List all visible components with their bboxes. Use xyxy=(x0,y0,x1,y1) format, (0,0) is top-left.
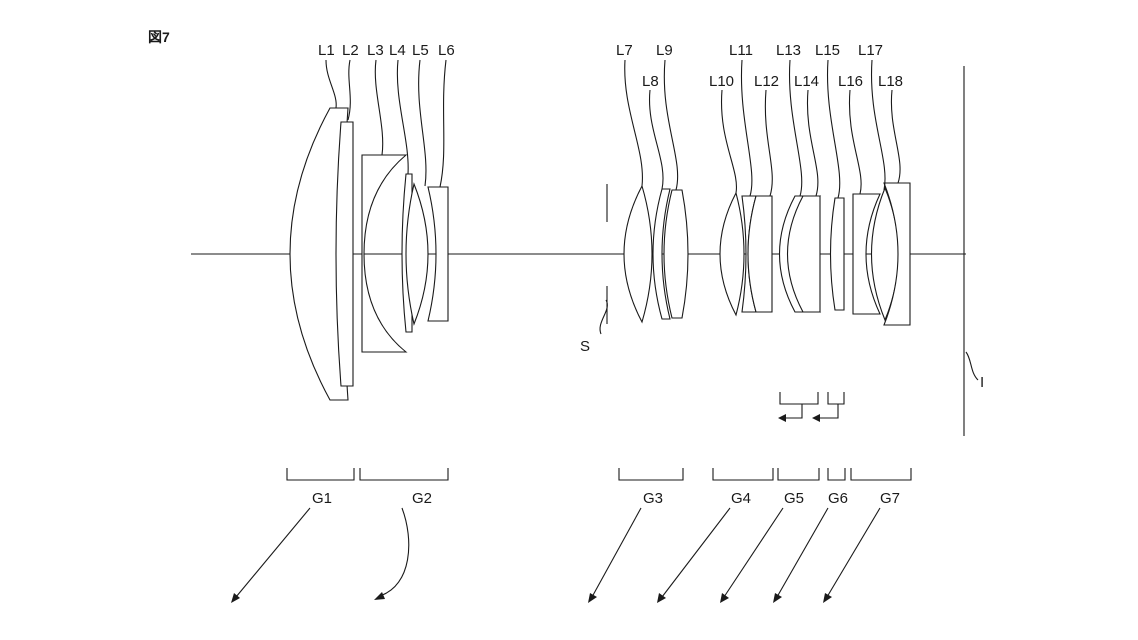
label-L12: L12 xyxy=(754,73,779,90)
leader-L10 xyxy=(720,89,738,194)
trajectory-G4 xyxy=(661,507,731,598)
group-bracket-G7 xyxy=(850,468,912,481)
image-plane-label: I xyxy=(980,374,984,391)
lens-L5 xyxy=(405,182,429,326)
trajectory-arrowhead-G7 xyxy=(823,593,832,603)
trajectory-arrowhead-G4 xyxy=(657,593,666,603)
trajectory-G5 xyxy=(723,507,784,598)
group-bracket-G4 xyxy=(712,468,774,481)
trajectory-arrowhead-G1 xyxy=(231,593,240,603)
movement-bracket-G6 xyxy=(827,392,845,405)
group-label-G5: G5 xyxy=(784,490,804,507)
label-L5: L5 xyxy=(412,42,429,59)
leader-L12 xyxy=(764,89,773,197)
trajectory-G2 xyxy=(379,507,410,597)
label-L15: L15 xyxy=(815,42,840,59)
trajectory-arrowhead-G5 xyxy=(720,593,729,603)
lens-L18 xyxy=(883,182,911,326)
group-label-G7: G7 xyxy=(880,490,900,507)
label-L10: L10 xyxy=(709,73,734,90)
label-L13: L13 xyxy=(776,42,801,59)
trajectory-arrowhead-G6 xyxy=(773,593,782,603)
group-bracket-G5 xyxy=(777,468,820,481)
movement-arrowhead-G5 xyxy=(778,414,786,422)
leader-L17 xyxy=(870,59,886,191)
trajectory-G7 xyxy=(826,507,881,598)
label-L7: L7 xyxy=(616,42,633,59)
lens-L16 xyxy=(852,193,881,315)
leader-L4 xyxy=(396,59,409,175)
label-L6: L6 xyxy=(438,42,455,59)
lens-L15 xyxy=(829,197,845,311)
lens-L2 xyxy=(335,121,354,387)
leader-L7 xyxy=(624,59,643,187)
leader-L15 xyxy=(826,59,841,199)
leader-L9 xyxy=(663,59,679,191)
lens-L8 xyxy=(652,188,671,320)
group-bracket-G6 xyxy=(827,468,846,481)
leader-L14 xyxy=(806,89,819,197)
movement-bracket-G5 xyxy=(779,392,819,405)
label-L18: L18 xyxy=(878,73,903,90)
trajectory-G1 xyxy=(235,507,311,598)
image-plane-leader xyxy=(965,351,979,381)
leader-L6 xyxy=(439,59,447,188)
leader-L11 xyxy=(740,59,753,197)
stop-label: S xyxy=(580,338,590,355)
group-label-G6: G6 xyxy=(828,490,848,507)
lens-L9 xyxy=(663,189,689,319)
lens-L12 xyxy=(747,195,773,313)
movement-arrow-G6 xyxy=(816,404,839,419)
lens-L6 xyxy=(427,186,449,322)
group-label-G1: G1 xyxy=(312,490,332,507)
figure-title: 図7 xyxy=(148,29,170,45)
leader-L18 xyxy=(890,89,901,184)
label-L17: L17 xyxy=(858,42,883,59)
group-bracket-G3 xyxy=(618,468,684,481)
leader-L13 xyxy=(788,59,803,197)
lens-L10 xyxy=(719,191,745,317)
group-label-G2: G2 xyxy=(412,490,432,507)
movement-arrow-G5 xyxy=(782,404,803,419)
label-L2: L2 xyxy=(342,42,359,59)
label-L11: L11 xyxy=(729,42,753,59)
label-L8: L8 xyxy=(642,73,659,90)
stop-leader xyxy=(599,299,608,335)
label-L9: L9 xyxy=(656,42,673,59)
trajectory-G6 xyxy=(776,507,829,598)
group-bracket-G1 xyxy=(286,468,355,481)
group-bracket-G2 xyxy=(359,468,449,481)
leader-L2 xyxy=(347,59,351,121)
leader-L3 xyxy=(374,59,384,156)
leader-L16 xyxy=(848,89,862,195)
lens-L3 xyxy=(361,154,408,353)
label-L4: L4 xyxy=(389,42,406,59)
lens-L7 xyxy=(623,184,653,324)
movement-arrowhead-G6 xyxy=(812,414,820,422)
trajectory-G3 xyxy=(591,507,642,598)
group-label-G3: G3 xyxy=(643,490,663,507)
leader-L8 xyxy=(648,89,664,190)
label-L16: L16 xyxy=(838,73,863,90)
label-L3: L3 xyxy=(367,42,384,59)
trajectory-arrowhead-G2 xyxy=(374,592,385,600)
group-label-G4: G4 xyxy=(731,490,751,507)
leader-L1 xyxy=(325,59,337,109)
label-L14: L14 xyxy=(794,73,819,90)
lens-L14 xyxy=(786,195,821,313)
trajectory-arrowhead-G3 xyxy=(588,593,597,603)
leader-L5 xyxy=(418,59,427,187)
label-L1: L1 xyxy=(318,42,335,59)
